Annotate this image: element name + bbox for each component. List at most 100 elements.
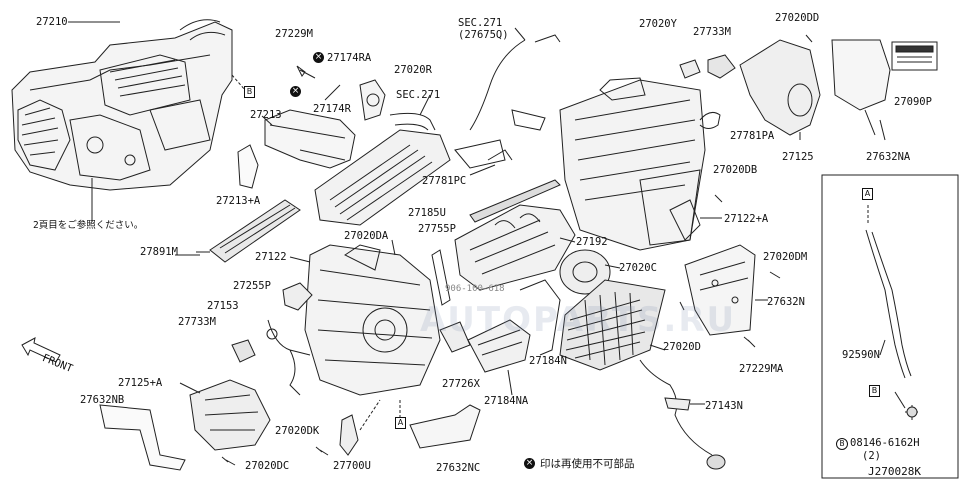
inset-ref-box-a: A	[862, 188, 873, 200]
ref-box-b: B	[244, 86, 255, 98]
part-27213a: 27213+A	[216, 195, 261, 207]
actuator-link	[454, 139, 506, 169]
heater-unit-assembly-27210	[11, 19, 233, 191]
part-27174ra: 27174RA	[327, 52, 372, 64]
door-27184n	[519, 279, 561, 356]
part-27125a: 27125+A	[118, 377, 163, 389]
part-27020db: 27020DB	[713, 164, 758, 176]
note-see-page-2: 2頁目をご参照ください。	[33, 220, 144, 231]
door-27184na	[467, 319, 531, 373]
actuator-27733m-left	[231, 339, 256, 363]
part-27229ma: 27229MA	[739, 363, 784, 375]
part-27213: 27213	[250, 109, 282, 121]
part-27020dd: 27020DD	[775, 12, 820, 24]
non-reusable-icon: ×	[313, 52, 324, 63]
part-27020d: 27020D	[663, 341, 701, 353]
inset-ref-box-b: B	[869, 385, 880, 397]
bracket-27020y	[679, 59, 701, 79]
pipe-sec271	[469, 34, 561, 131]
screw-27020dc	[221, 456, 236, 466]
inset-frame	[821, 174, 959, 479]
screw-27020dk	[315, 446, 329, 456]
part-27781pc: 27781PC	[422, 175, 467, 187]
watermark: AUTOPARTS.RU	[420, 300, 737, 340]
part-27184n: 27184N	[529, 355, 567, 367]
non-reusable-icon: ×	[290, 86, 301, 97]
resistor-27755p	[431, 249, 451, 306]
harness-27153	[267, 319, 311, 396]
front-arrow-icon	[21, 337, 61, 363]
part-27020dm: 27020DM	[763, 251, 808, 263]
section-ref-27675q: (27675Q)	[458, 29, 509, 41]
part-27020dk: 27020DK	[275, 425, 320, 437]
part-27210: 27210	[36, 16, 68, 28]
part-27700u: 27700U	[333, 460, 371, 472]
part-27255p: 27255P	[233, 280, 271, 292]
heater-case-27192	[454, 204, 576, 291]
part-27632n: 27632N	[767, 296, 805, 308]
part-27174r: 27174R	[313, 103, 351, 115]
part-27020r: 27020R	[394, 64, 432, 76]
part-92590n: 92590N	[842, 349, 880, 361]
part-27192: 27192	[576, 236, 608, 248]
actuator-27726x	[439, 321, 471, 353]
bracket-27632n	[684, 244, 756, 336]
part-27020c: 27020C	[619, 262, 657, 274]
air-filter-27891m	[209, 199, 301, 263]
screw-27229m	[296, 65, 316, 79]
bolt-b-icon: B	[836, 438, 848, 450]
bracket-27632nc	[409, 404, 481, 449]
watermark-number: 906-100-618	[445, 284, 505, 294]
non-reusable-note: 印は再使用不可部品	[540, 458, 635, 470]
blower-27122a	[669, 199, 701, 241]
part-27781pa: 27781PA	[730, 130, 775, 142]
heater-core	[559, 279, 666, 371]
part-27020dc: 27020DC	[245, 460, 290, 472]
part-27733m-right: 27733M	[693, 26, 731, 38]
part-27020da: 27020DA	[344, 230, 389, 242]
actuator-27733m-right	[707, 54, 736, 79]
duct-27125a	[189, 379, 271, 451]
part-27185u: 27185U	[408, 207, 446, 219]
seal-27185u	[469, 179, 561, 223]
drain-hose-92590n	[865, 229, 906, 379]
part-27726x: 27726X	[442, 378, 480, 390]
screw-27020db	[714, 194, 723, 203]
screw-27020dm	[769, 271, 781, 279]
part-27090p: 27090P	[894, 96, 932, 108]
part-27755p: 27755P	[418, 223, 456, 235]
bracket-27213a	[237, 144, 259, 189]
screw-27020dd	[805, 34, 813, 43]
bracket-27632nb	[99, 404, 186, 471]
part-27632nb: 27632NB	[80, 394, 125, 406]
non-reusable-icon: ×	[524, 458, 535, 469]
diagram-code: J270028K	[868, 465, 921, 478]
part-27632na: 27632NA	[866, 151, 911, 163]
duct-27125	[739, 39, 821, 136]
motor-27255p	[282, 282, 313, 311]
part-27125: 27125	[782, 151, 814, 163]
evaporator-core	[314, 112, 451, 226]
fan-27020c	[559, 249, 611, 295]
part-27020y: 27020Y	[639, 18, 677, 30]
clip-27020r	[359, 79, 386, 121]
blower-unit-27122	[304, 244, 441, 396]
section-ref-271b: SEC.271	[396, 89, 441, 101]
sensor-27700u	[339, 414, 359, 456]
part-08146-qty: (2)	[862, 450, 881, 462]
part-27733m-left: 27733M	[178, 316, 216, 328]
part-27229m: 27229M	[275, 28, 313, 40]
ref-box-a: A	[395, 417, 406, 429]
part-27122: 27122	[255, 251, 287, 263]
part-27153: 27153	[207, 300, 239, 312]
screw-27020d	[679, 301, 685, 311]
part-08146-number: 08146-6162H	[850, 437, 920, 449]
screw-27229ma	[743, 336, 756, 348]
part-27184na: 27184NA	[484, 395, 529, 407]
bracket-27213	[264, 109, 356, 169]
part-27891m: 27891M	[140, 246, 178, 258]
section-ref-271: SEC.271	[458, 17, 503, 29]
clip-27781pa	[699, 111, 721, 129]
